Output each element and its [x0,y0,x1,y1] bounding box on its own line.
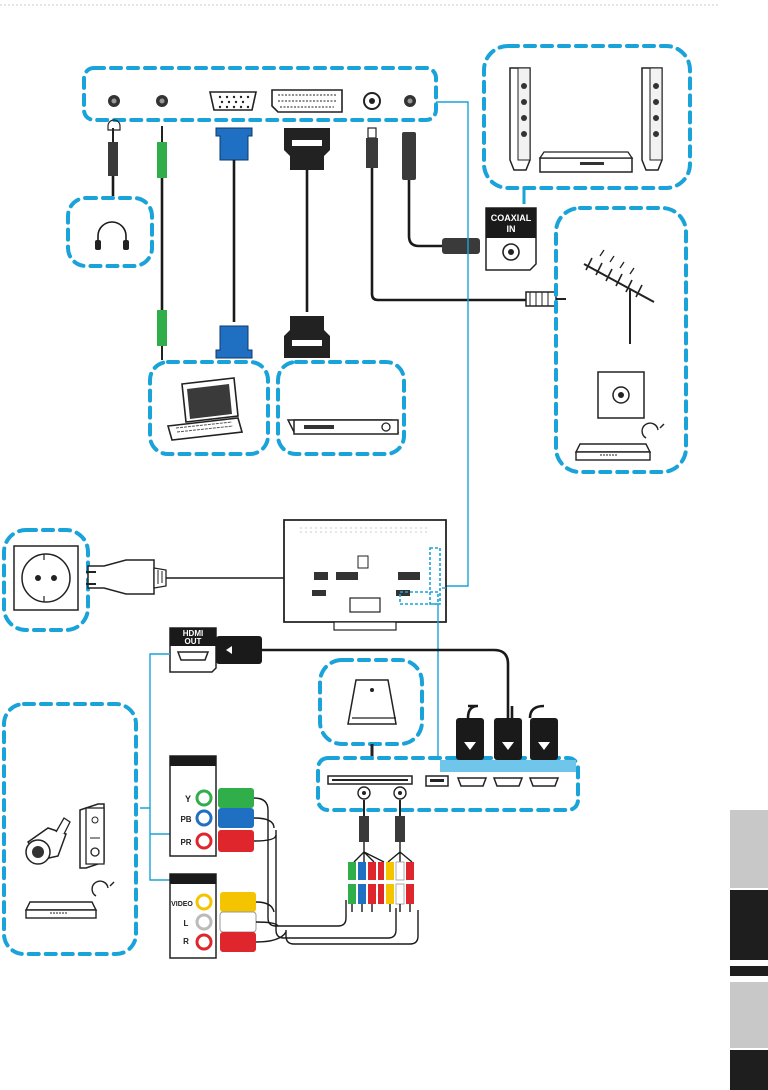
source-devices-box [4,704,136,954]
camcorder-icon [26,818,70,864]
component-audio-jack [358,787,370,799]
side-panel-link-line [436,102,468,586]
laptop-box [150,362,268,454]
hdmi-out-port-block: HDMI OUT [170,628,216,672]
composite-r-label: R [183,937,189,946]
home-theater-icon [510,68,662,172]
dvd-player-icon [288,420,398,434]
satellite-receiver-icon [576,423,664,460]
component-y-label: Y [185,794,191,804]
set-top-box-icon [26,881,114,918]
side-tab-1 [730,810,768,888]
composite-video-label: VIDEO [171,901,193,908]
laptop-icon [168,378,242,440]
power-socket-box [4,530,88,630]
headphones-icon [95,222,129,250]
av-adapter-cables [348,800,414,912]
spdif-port [404,95,416,107]
tv-back-icon [284,520,446,630]
hdmi-port-2 [494,778,522,786]
cam-card-box [320,660,422,760]
component-video-block: Y PB PR [170,756,276,856]
side-tab-4 [730,982,768,1048]
antenna-box [556,208,686,472]
wall-socket-icon [14,546,78,610]
headphone-jack [108,95,120,107]
side-tab-2 [730,890,768,960]
rear-port-panel [318,758,578,810]
wall-antenna-socket-icon [598,372,644,418]
ci-slot [328,776,412,784]
vga-cable [216,128,252,358]
audio-cable-route [286,910,418,944]
coaxial-in-badge: COAXIAL IN [486,208,536,270]
antenna-cable [526,292,566,306]
audio-in-cable [157,126,167,360]
component-cable-route [268,818,346,926]
hdmi-port-1 [458,778,486,786]
vga-port [210,92,256,110]
coaxial-in-label-2: IN [507,224,516,234]
source-link-lines [140,654,172,880]
hdmi-out-label-2: OUT [185,637,202,646]
game-console-icon [80,804,104,868]
hdmi-port-3 [530,778,558,786]
side-tab-3 [730,966,768,976]
tv-side-port-panel [84,68,436,130]
dvd-player-box [278,362,404,454]
scart-port [272,90,342,112]
headphone-cable [108,128,118,196]
composite-l-label: L [184,919,189,928]
composite-audio-jack [394,787,406,799]
side-tab-5 [730,1050,768,1090]
scart-cable [284,128,330,358]
component-pr-label: PR [180,838,191,847]
component-pb-label: PB [180,815,191,824]
antenna-icon [584,250,654,344]
usb-port [426,776,448,786]
headphones-box [68,198,152,266]
audio-in-jack [156,95,168,107]
coaxial-port [364,93,380,109]
home-theater-box [484,46,690,204]
cam-card-icon [348,680,396,724]
coaxial-in-label-1: COAXIAL [491,213,532,223]
